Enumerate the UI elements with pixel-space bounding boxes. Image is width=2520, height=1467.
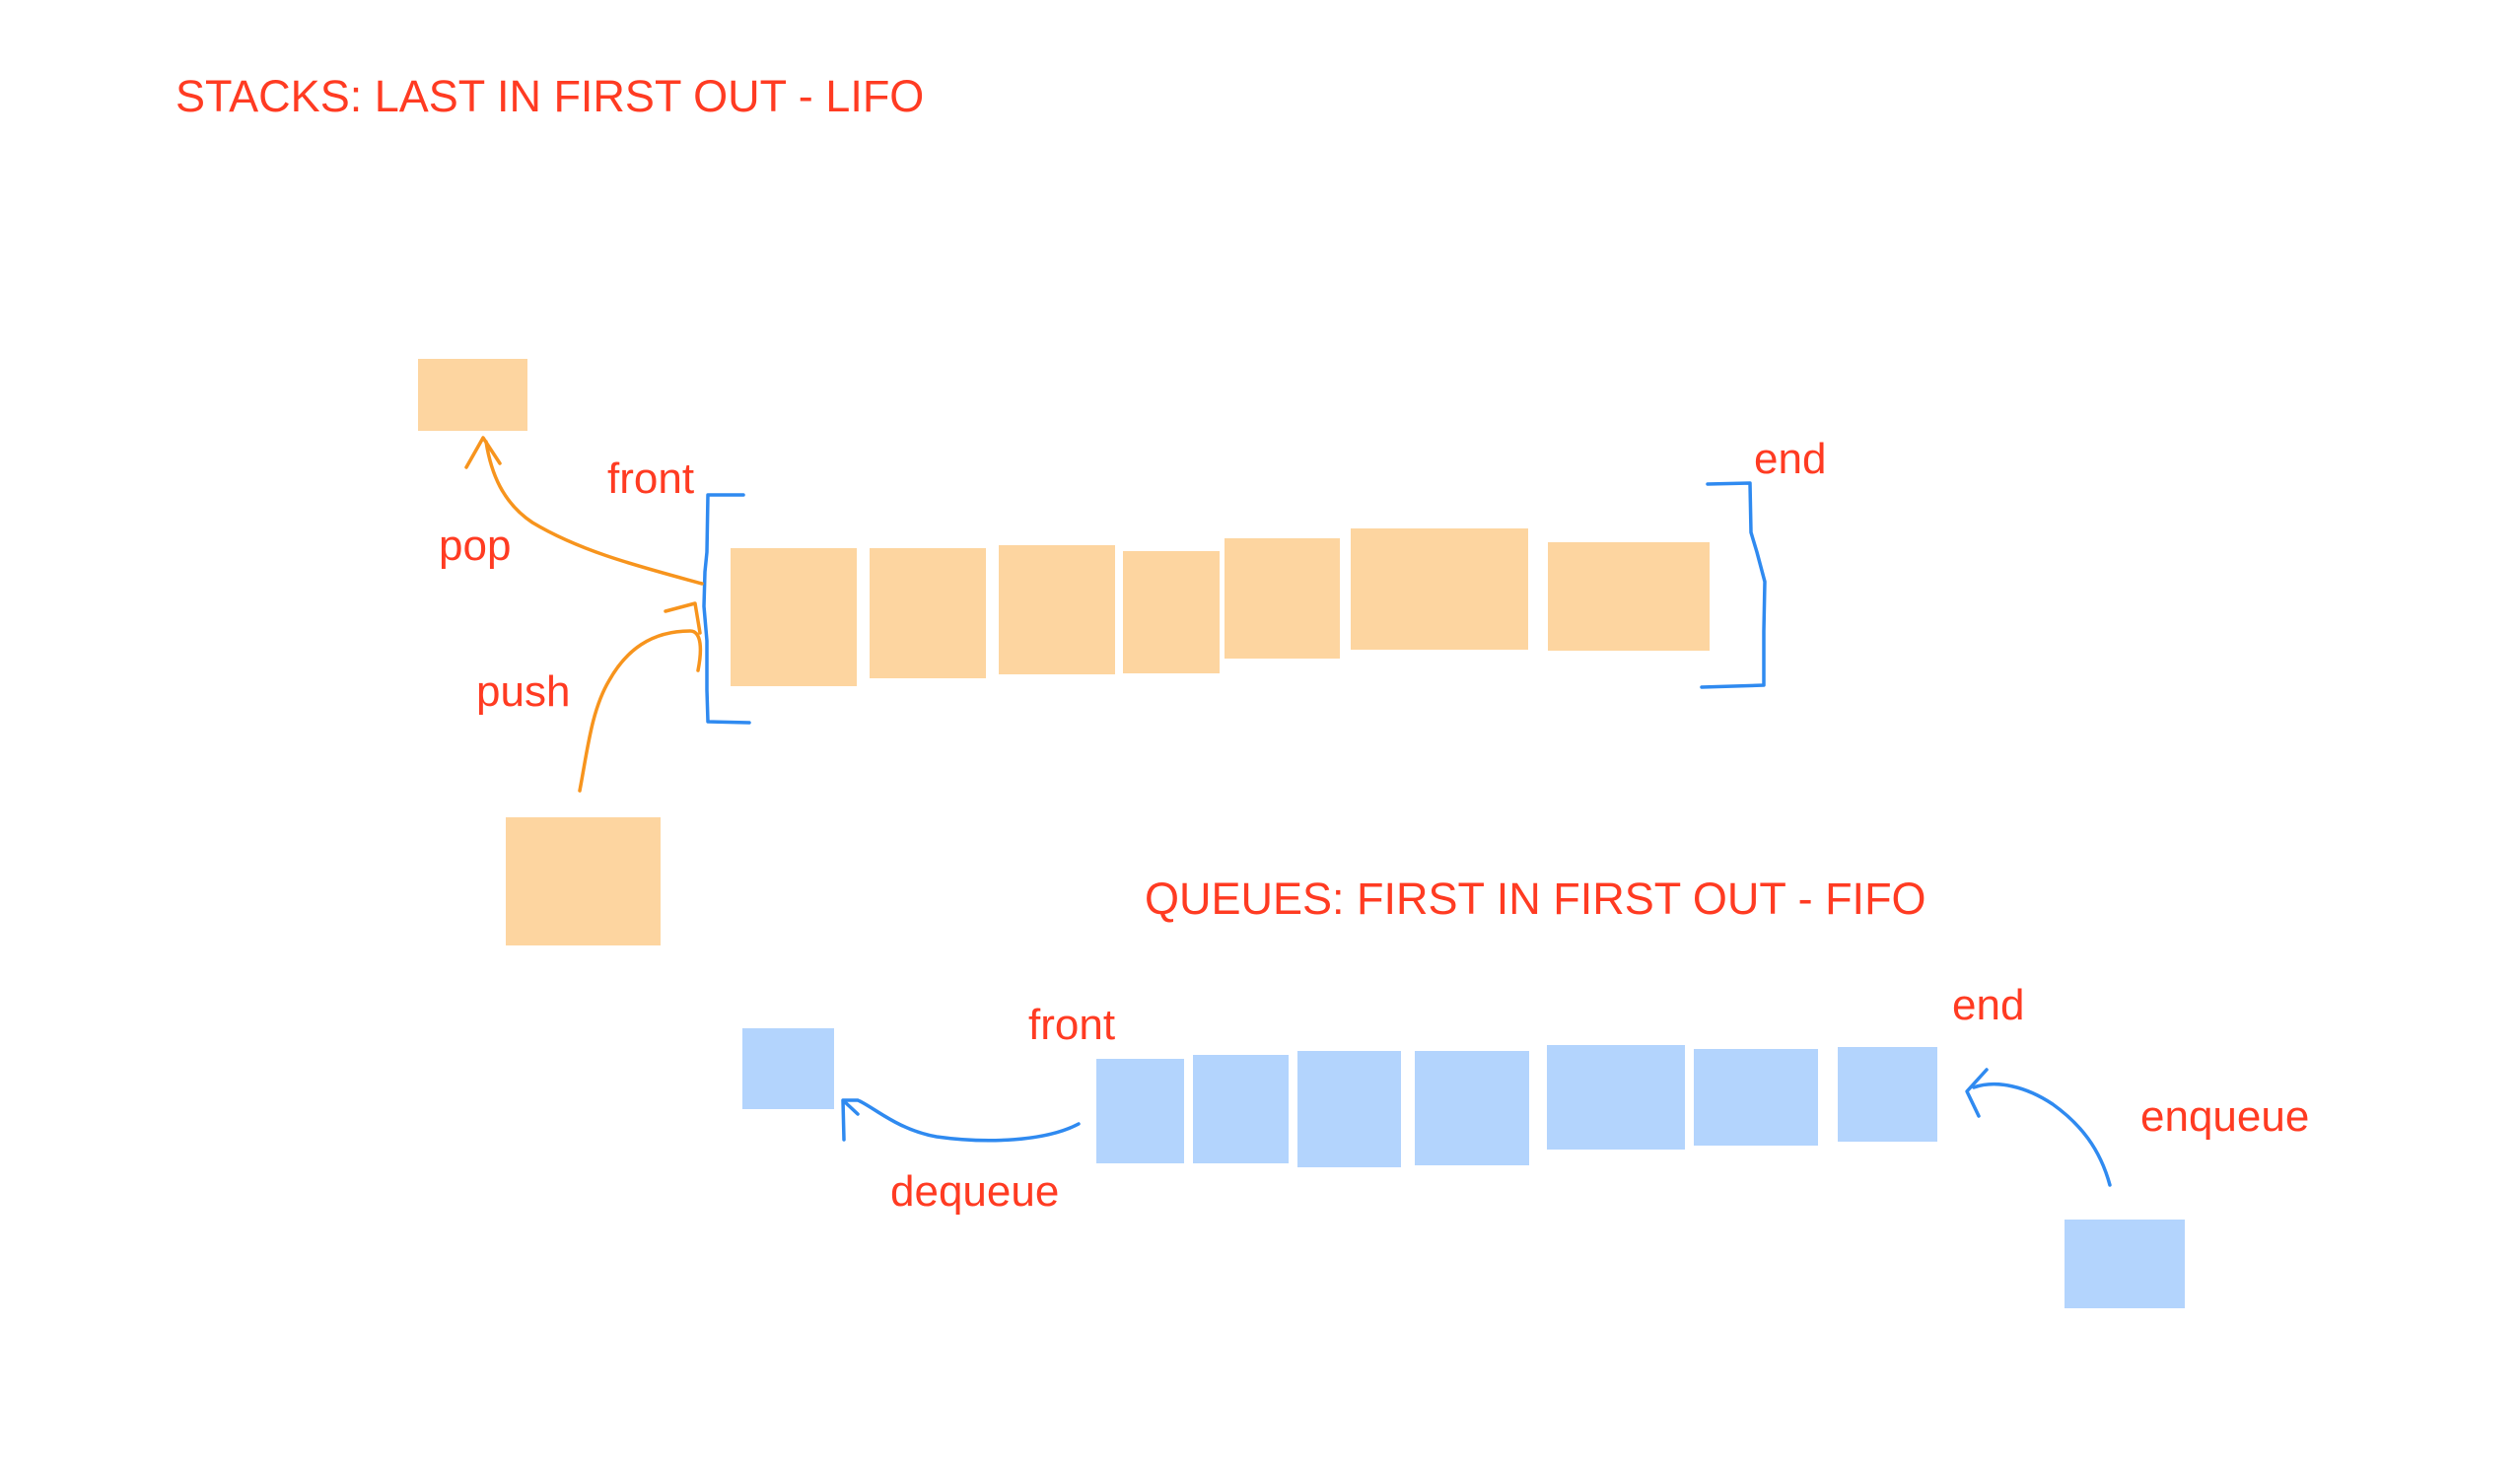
- pop-label: pop: [439, 522, 511, 570]
- pop-arrow: [464, 436, 704, 586]
- queue-dequeued-element: [742, 1028, 834, 1109]
- stack-element: [1548, 542, 1710, 651]
- push-arrow: [578, 601, 703, 793]
- queue-title: QUEUES: FIRST IN FIRST OUT - FIFO: [1145, 873, 1926, 924]
- queue-front-label: front: [1028, 1001, 1115, 1049]
- stack-element: [731, 548, 857, 686]
- stack-end-bracket: [1700, 481, 1767, 689]
- stack-title: STACKS: LAST IN FIRST OUT - LIFO: [175, 71, 924, 121]
- stack-element: [1123, 551, 1220, 673]
- push-label: push: [476, 667, 570, 716]
- queue-elements: [1096, 1045, 1937, 1167]
- stack-element: [870, 548, 986, 678]
- queue-enqueue-element: [2065, 1220, 2185, 1308]
- enqueue-arrow: [1965, 1068, 2112, 1187]
- queue-element: [1193, 1055, 1289, 1163]
- queue-end-label: end: [1952, 981, 2024, 1029]
- stack-end-label: end: [1754, 435, 1826, 483]
- queue-element: [1547, 1045, 1685, 1150]
- dequeue-label: dequeue: [890, 1167, 1059, 1216]
- stack-element: [999, 545, 1115, 674]
- queue-element: [1297, 1051, 1401, 1167]
- stack-element: [1225, 538, 1340, 659]
- enqueue-label: enqueue: [2140, 1092, 2309, 1141]
- queue-element: [1694, 1049, 1818, 1146]
- queue-element: [1096, 1059, 1184, 1163]
- stack-front-label: front: [607, 454, 694, 503]
- stack-push-element: [506, 817, 661, 945]
- queue-element: [1415, 1051, 1529, 1165]
- stack-element: [1351, 528, 1528, 650]
- queue-element: [1838, 1047, 1937, 1142]
- stack-elements: [731, 528, 1710, 686]
- dequeue-arrow: [841, 1098, 1081, 1143]
- stack-popped-element: [418, 359, 527, 431]
- stack-front-bracket: [702, 493, 751, 725]
